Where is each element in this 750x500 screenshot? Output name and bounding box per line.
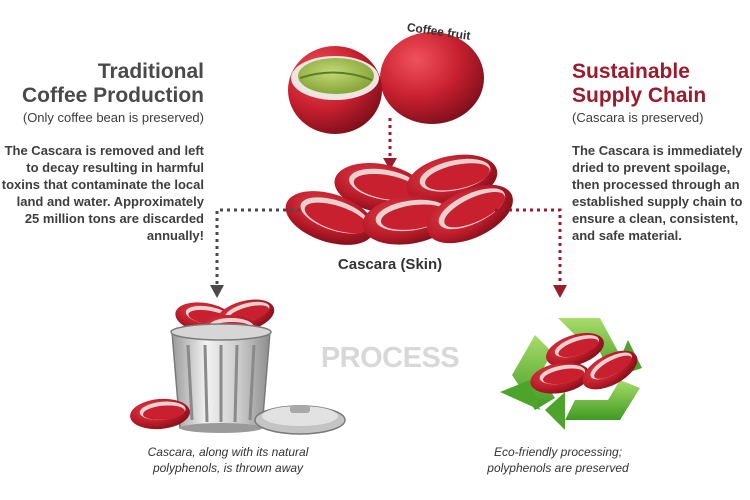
recycle-caption: Eco-friendly processing; polyphenols are… [468, 444, 648, 476]
traditional-subtitle: (Only coffee bean is preserved) [22, 110, 204, 125]
sustainable-description: The Cascara is immediately dried to prev… [572, 143, 743, 243]
traditional-title-line-2: Coffee Production [22, 84, 204, 107]
cascara-skins-icon [278, 146, 522, 256]
arrow-to-trash [210, 208, 300, 298]
recycle-caption-line-2: polyphenols are preserved [487, 461, 629, 475]
recycle-caption-line-1: Eco-friendly processing; [493, 445, 623, 459]
sustainable-title-line-2: Supply Chain [572, 84, 707, 107]
trash-caption: Cascara, along with its natural polyphen… [128, 444, 328, 476]
sustainable-subtitle: (Cascara is preserved) [572, 110, 704, 125]
coffee-fruit-icon [288, 32, 484, 134]
trash-caption-line-2: polyphenols, is thrown away [152, 461, 304, 475]
traditional-title-line-1: Traditional [97, 60, 204, 83]
cascara-skin-label: Cascara (Skin) [337, 256, 443, 273]
recycle-icon [500, 318, 644, 430]
trash-caption-line-1: Cascara, along with its natural [147, 445, 309, 459]
process-label: PROCESS [320, 342, 460, 374]
arrow-fruit-to-cascara [383, 118, 397, 170]
traditional-description: The Cascara is removed and left to decay… [1, 143, 204, 243]
arrow-to-recycle [495, 208, 567, 298]
traditional-title: Traditional Coffee Production [0, 60, 204, 108]
sustainable-title-line-1: Sustainable [572, 60, 690, 83]
sustainable-title: Sustainable Supply Chain [572, 60, 750, 108]
trash-can-icon [128, 293, 346, 435]
